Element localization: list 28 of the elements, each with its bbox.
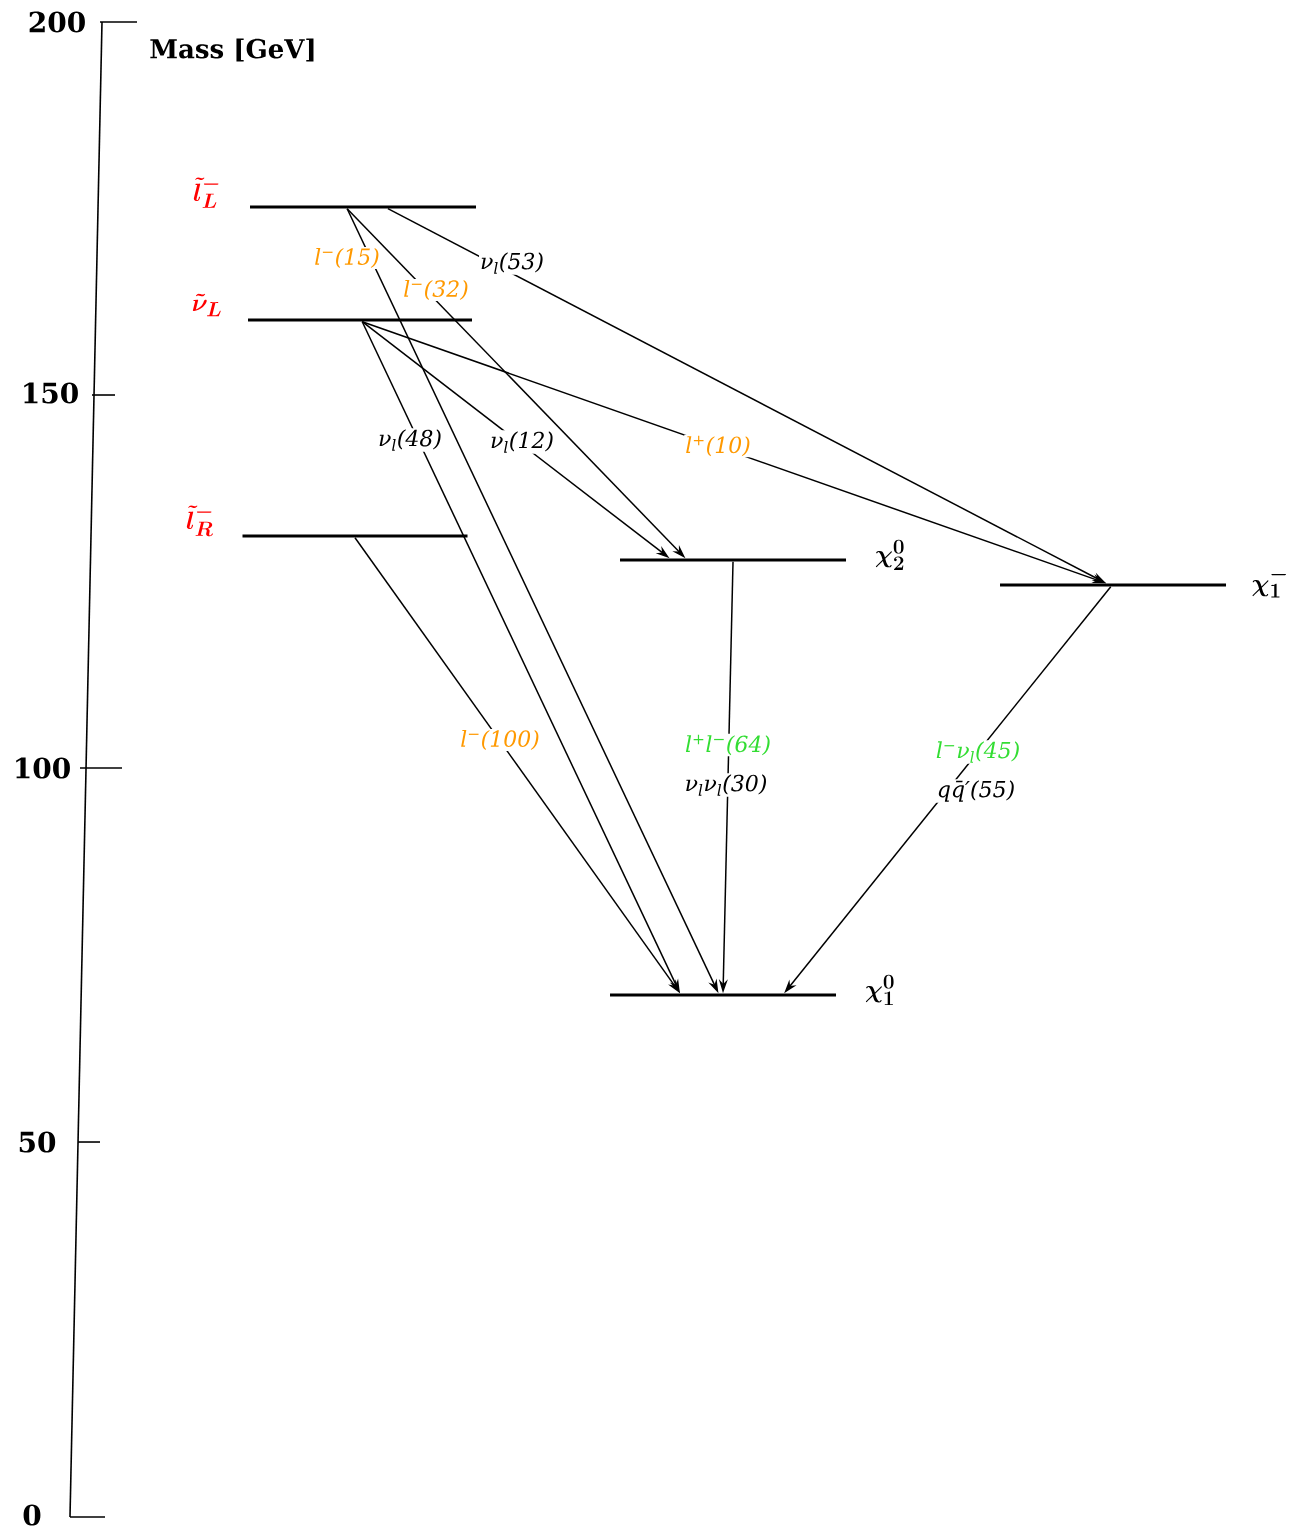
decay-label: l$^{−}$(32) [402, 278, 470, 302]
decay-label: ν$_{l}$ν$_{l}$(30) [683, 773, 769, 797]
node-label: $\chi_1^-$ [1252, 573, 1286, 598]
energy-level: $\tilde{l}_R^-$ [186, 505, 468, 538]
tick-label: 50 [19, 1131, 56, 1153]
tick-label: 200 [29, 11, 85, 33]
tick-label: 100 [16, 757, 70, 779]
decay-label: l$^{−}$(100) [459, 728, 541, 752]
tick-label: 150 [24, 382, 78, 404]
energy-level: $\chi_2^0$ [620, 539, 904, 571]
decay-label: l$^{−}$ν$_{l}$(45) [934, 740, 1022, 764]
node-label: $\tilde{l}_L^-$ [193, 177, 219, 208]
tick-label: 0 [23, 1504, 41, 1526]
node-label: $\chi_1^0$ [865, 974, 894, 1006]
decay-label: ν$_{l}$(53) [479, 251, 545, 275]
decay-label: qq̄′(55) [935, 779, 1017, 803]
energy-level: $\tilde{l}_L^-$ [193, 177, 476, 209]
energy-level: $\chi_1^-$ [1000, 573, 1286, 598]
decay-label: l$^{+}$l$^{−}$(64) [684, 733, 773, 757]
decay-label: ν$_{l}$(12) [489, 430, 555, 454]
decay-label: ν$_{l}$(48) [377, 428, 443, 452]
decay-label: l$^{−}$(15) [313, 246, 381, 270]
node-label: $\tilde{\nu}_L$ [192, 293, 221, 317]
node-label: $\chi_2^0$ [875, 539, 904, 571]
node-label: $\tilde{l}_R^-$ [186, 505, 213, 537]
axis-title: Mass [GeV] [150, 38, 314, 62]
energy-level: $\chi_1^0$ [610, 974, 894, 1006]
decay-label: l$^{+}$(10) [684, 434, 752, 458]
